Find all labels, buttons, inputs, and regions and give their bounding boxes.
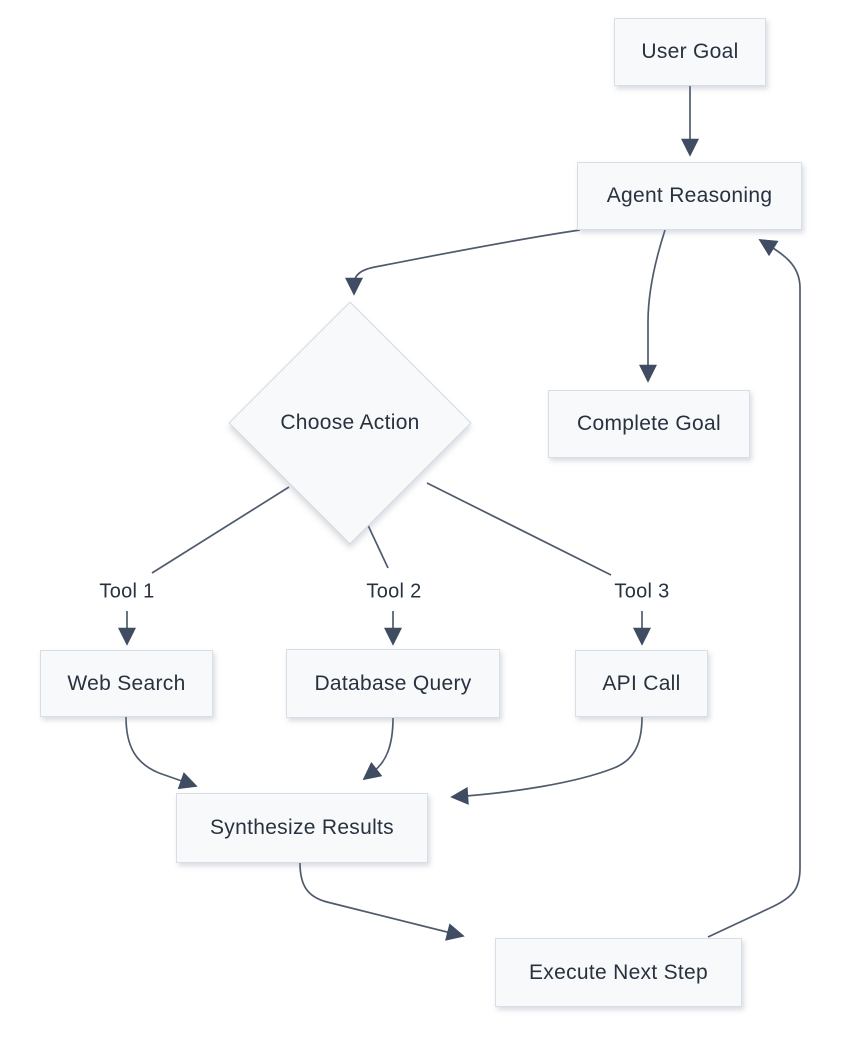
node-synthesize-results: Synthesize Results [176,793,428,863]
edge-label-tool2: Tool 2 [361,579,427,605]
edge-web-search-to-synthesize-results [125,716,198,790]
edge-agent-reasoning-to-complete-goal [639,229,666,383]
edge-agent-reasoning-to-choose-action [345,229,581,296]
node-choose-action-label: Choose Action [280,411,420,434]
edge-execute-next-step-to-agent-reasoning [707,239,801,938]
node-database-query: Database Query [286,649,500,718]
node-api-call: API Call [575,650,708,717]
edge-label-tool3: Tool 3 [609,579,675,605]
edge-database-query-to-synthesize-results [362,717,394,781]
node-execute-next-step: Execute Next Step [495,938,742,1007]
edge-synthesize-results-to-execute-next-step [299,862,465,941]
edge-choose-action-to-tool1-label [151,486,290,574]
edge-choose-action-to-tool3-label [426,482,612,576]
edge-label-tool1: Tool 1 [94,579,160,605]
node-choose-action: Choose Action [228,301,472,545]
edge-choose-action-to-tool2-label [365,520,389,569]
edge-api-call-to-synthesize-results [450,716,643,805]
node-user-goal: User Goal [614,18,766,86]
node-web-search: Web Search [40,650,213,717]
node-complete-goal: Complete Goal [548,390,750,458]
node-agent-reasoning: Agent Reasoning [577,162,802,230]
